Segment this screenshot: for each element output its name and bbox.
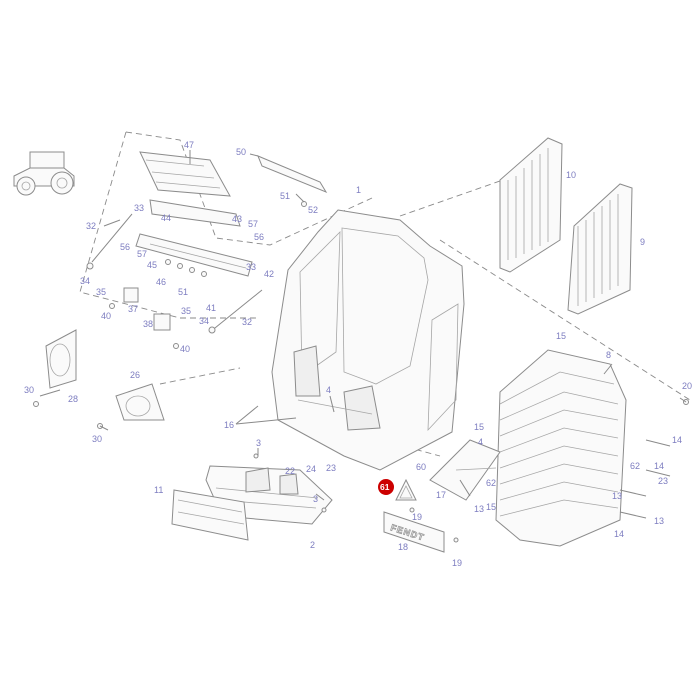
callout-label-8: 8 <box>606 350 611 360</box>
leader-lines <box>39 150 687 501</box>
warning-triangle <box>395 478 417 501</box>
callout-label-52: 52 <box>308 205 318 215</box>
callout-label-62a: 62 <box>630 461 640 471</box>
callout-label-19b: 19 <box>452 558 462 568</box>
gas-struts <box>86 213 263 334</box>
callout-label-15b: 15 <box>474 422 484 432</box>
roof-panel <box>139 151 241 227</box>
callout-label-56a: 56 <box>254 232 264 242</box>
work-lamps <box>33 329 165 429</box>
callout-label-1: 1 <box>356 185 361 195</box>
side-window-9 <box>567 183 633 315</box>
callout-label-26: 26 <box>130 370 140 380</box>
callout-label-35a: 35 <box>96 287 106 297</box>
highlighted-callout-61[interactable]: 61 <box>378 479 394 495</box>
callout-label-14c: 14 <box>614 529 624 539</box>
callout-label-51b: 51 <box>178 287 188 297</box>
callout-label-38: 38 <box>143 319 153 329</box>
callout-label-15a: 15 <box>556 331 566 341</box>
callout-label-33b: 33 <box>246 262 256 272</box>
callout-label-32b: 32 <box>242 317 252 327</box>
callout-label-30a: 30 <box>24 385 34 395</box>
callout-label-4a: 4 <box>326 385 331 395</box>
callout-label-32a: 32 <box>86 221 96 231</box>
callout-label-47: 47 <box>184 140 194 150</box>
callout-label-14b: 14 <box>654 461 664 471</box>
cab-frame <box>271 209 465 471</box>
callout-label-3b: 3 <box>313 494 318 504</box>
callout-label-13a: 13 <box>474 504 484 514</box>
callout-label-35b: 35 <box>181 306 191 316</box>
highlight-label: 61 <box>380 482 390 492</box>
side-window-10 <box>499 137 563 273</box>
callout-label-4b: 4 <box>478 437 483 447</box>
callout-label-3a: 3 <box>256 438 261 448</box>
callout-label-34a: 34 <box>80 276 90 286</box>
callout-label-19a: 19 <box>412 512 422 522</box>
callout-label-42: 42 <box>264 269 274 279</box>
tractor-thumbnail <box>13 151 75 196</box>
callout-label-22: 22 <box>285 466 295 476</box>
callout-label-62b: 62 <box>486 478 496 488</box>
callout-label-44: 44 <box>161 213 171 223</box>
callout-label-60: 60 <box>416 462 426 472</box>
callout-label-33a: 33 <box>134 203 144 213</box>
callout-label-18: 18 <box>398 542 408 552</box>
callout-label-13b: 13 <box>612 491 622 501</box>
callout-label-28: 28 <box>68 394 78 404</box>
callout-label-51a: 51 <box>280 191 290 201</box>
callout-label-20: 20 <box>682 381 692 391</box>
callout-label-23a: 23 <box>326 463 336 473</box>
callout-label-17: 17 <box>436 490 446 500</box>
callout-label-24: 24 <box>306 464 316 474</box>
callout-label-23b: 23 <box>658 476 668 486</box>
highlight-marker <box>378 479 394 495</box>
callout-label-37: 37 <box>128 304 138 314</box>
callout-label-57a: 57 <box>248 219 258 229</box>
side-brackets <box>619 399 689 519</box>
callout-label-30b: 30 <box>92 434 102 444</box>
callout-label-40a: 40 <box>101 311 111 321</box>
callout-label-40b: 40 <box>180 344 190 354</box>
callout-label-46: 46 <box>156 277 166 287</box>
callout-label-9: 9 <box>640 237 645 247</box>
callout-label-14a: 14 <box>672 435 682 445</box>
callout-label-41: 41 <box>206 303 216 313</box>
callout-label-57b: 57 <box>137 249 147 259</box>
callout-label-34b: 34 <box>199 316 209 326</box>
callout-label-16: 16 <box>224 420 234 430</box>
grille-pieces <box>429 439 501 501</box>
callout-label-45: 45 <box>147 260 157 270</box>
callout-label-43: 43 <box>232 214 242 224</box>
brackets <box>109 287 179 349</box>
callout-label-13c: 13 <box>654 516 664 526</box>
lower-grille <box>171 489 249 541</box>
callout-label-56b: 56 <box>120 242 130 252</box>
callout-label-50: 50 <box>236 147 246 157</box>
bonnet <box>495 349 627 547</box>
callout-label-15c: 15 <box>486 502 496 512</box>
callout-label-10: 10 <box>566 170 576 180</box>
mirror-bracket <box>257 155 328 207</box>
callout-label-2: 2 <box>310 540 315 550</box>
callout-label-11: 11 <box>154 485 163 495</box>
hinge-frame <box>135 233 253 277</box>
